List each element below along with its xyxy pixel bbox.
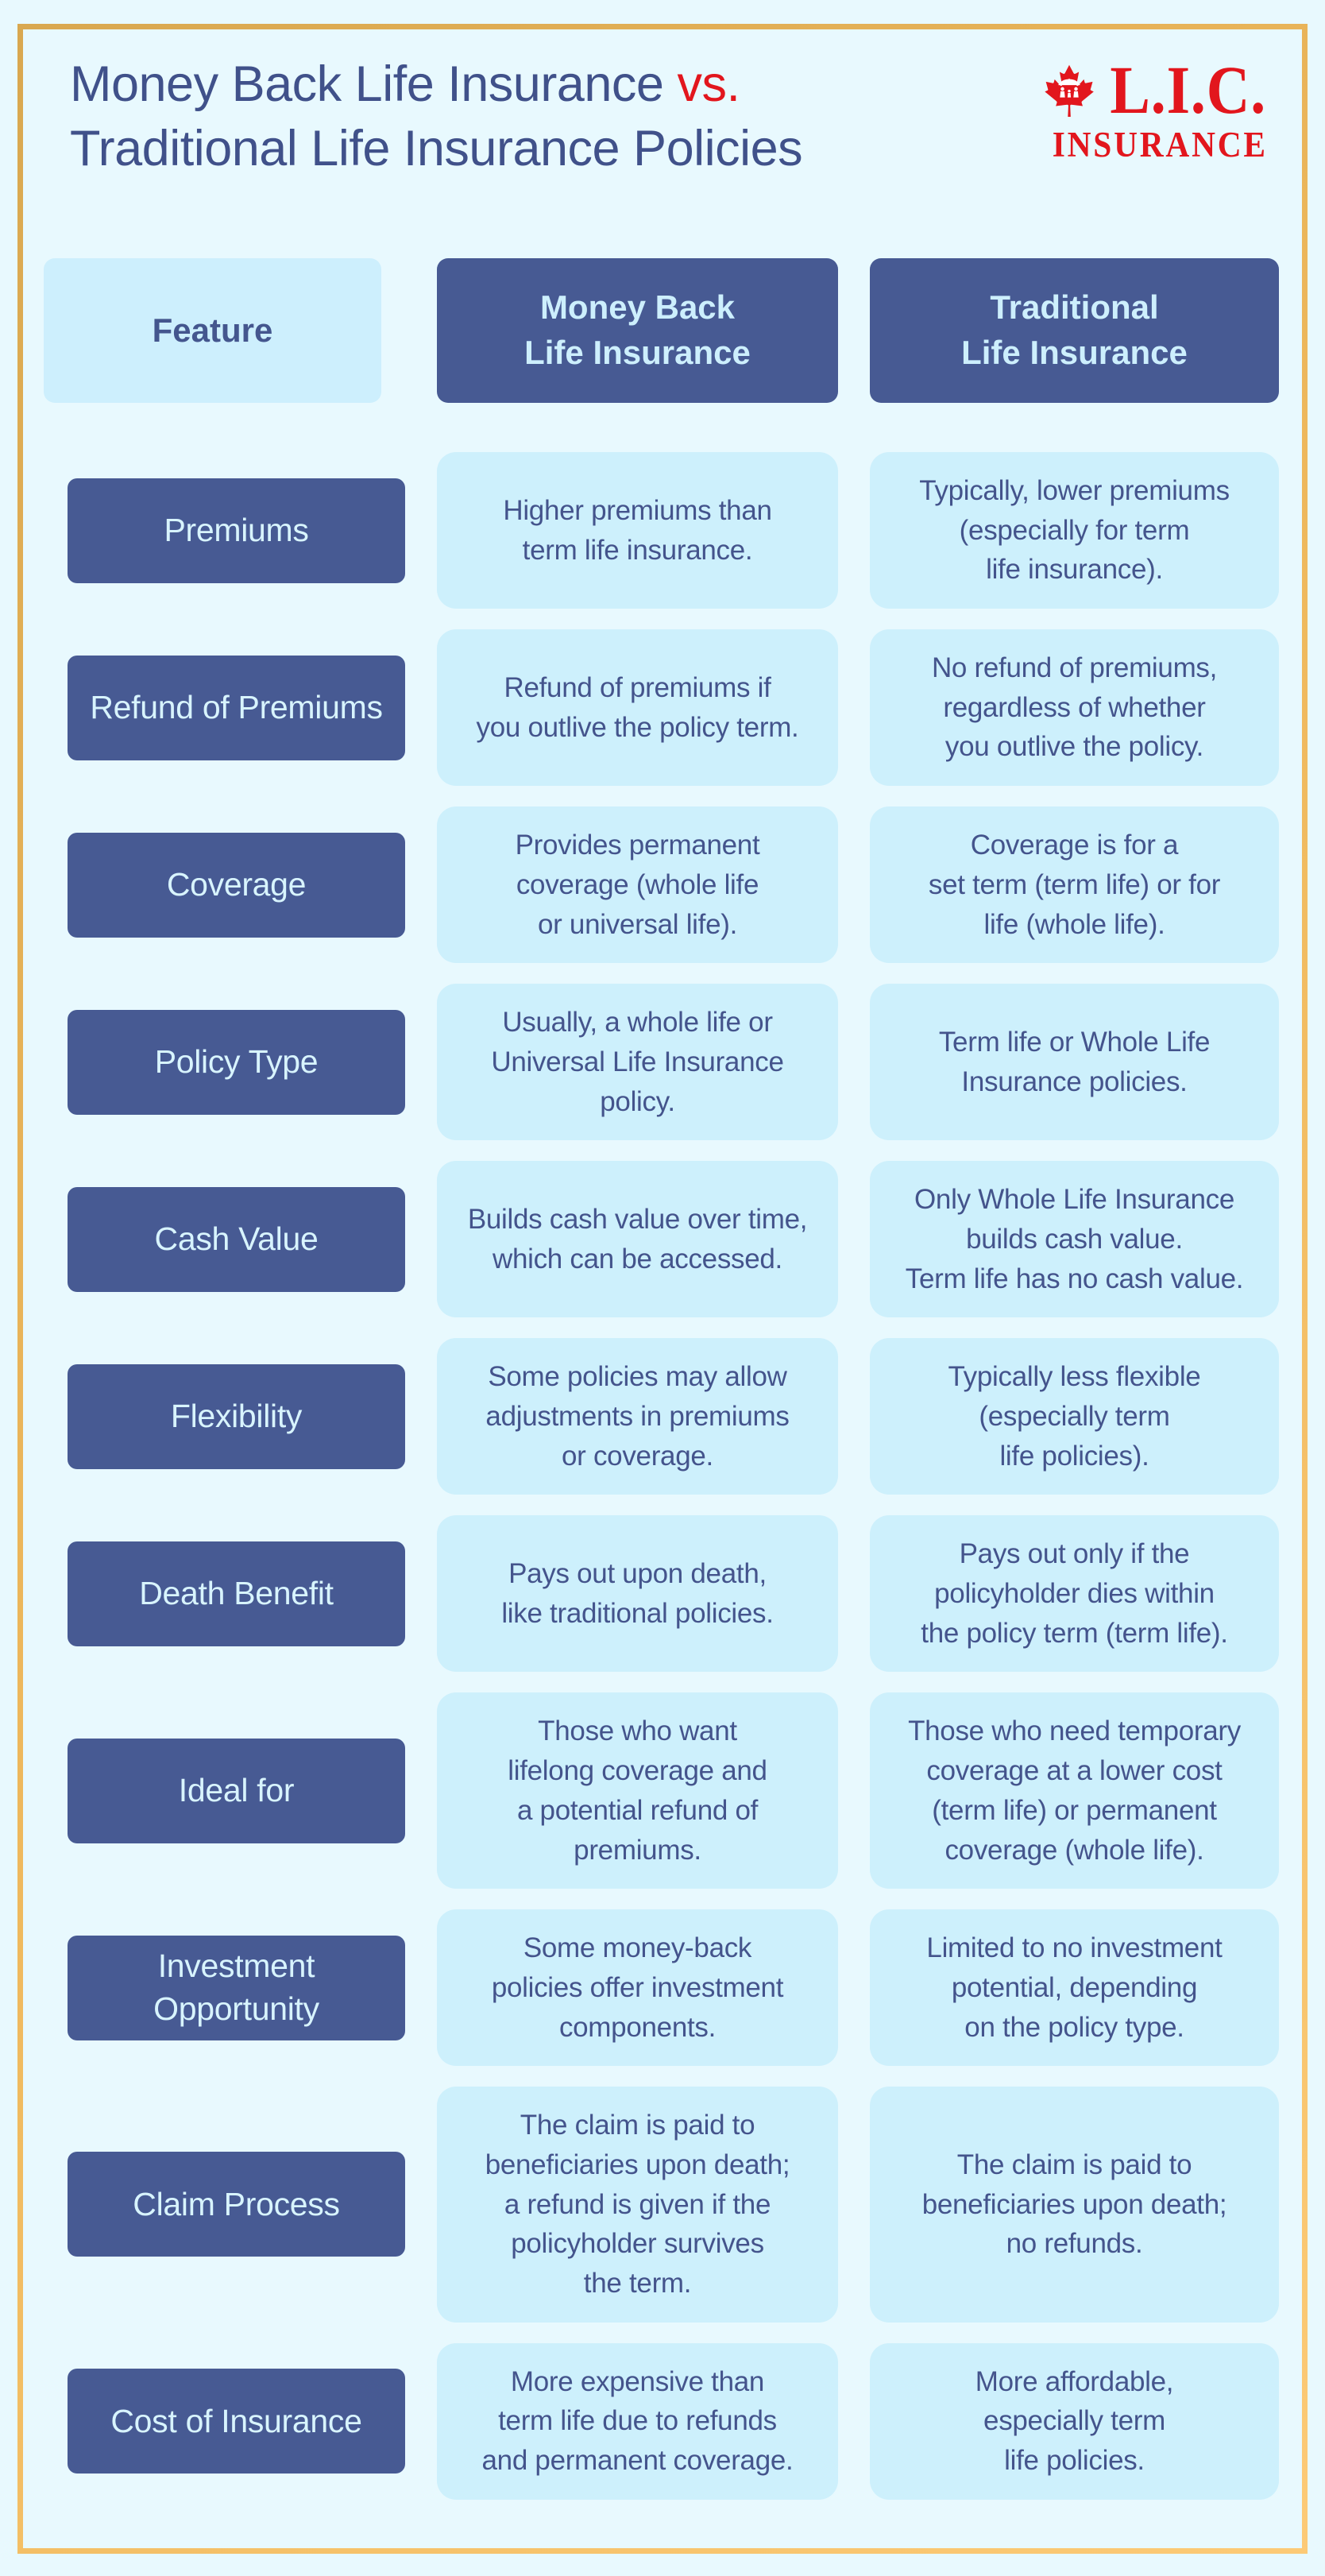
- logo-top-row: L.I.C.: [1041, 56, 1279, 124]
- traditional-cell-cost-of-insurance: More affordable, especially term life po…: [870, 2342, 1279, 2500]
- maple-leaf-icon: [1045, 64, 1095, 117]
- feature-label-flexibility: Flexibility: [68, 1363, 405, 1469]
- feature-label-premiums: Premiums: [68, 478, 405, 583]
- money-back-cell-premiums: Higher premiums than term life insurance…: [437, 452, 838, 609]
- page-title: Money Back Life Insurance vs. Traditiona…: [70, 52, 803, 180]
- page-title-line2: Traditional Life Insurance Policies: [70, 120, 803, 176]
- feature-label-refund-of-premiums: Refund of Premiums: [68, 655, 405, 760]
- column-header-money-back: Money Back Life Insurance: [437, 258, 838, 403]
- column-header-feature: Feature: [44, 258, 381, 403]
- feature-label-investment-opportunity: Investment Opportunity: [68, 1935, 405, 2040]
- feature-label-cost-of-insurance: Cost of Insurance: [68, 2369, 405, 2474]
- traditional-cell-coverage: Coverage is for a set term (term life) o…: [870, 806, 1279, 964]
- traditional-cell-ideal-for: Those who need temporary coverage at a l…: [870, 1692, 1279, 1889]
- feature-label-death-benefit: Death Benefit: [68, 1541, 405, 1646]
- money-back-cell-coverage: Provides permanent coverage (whole life …: [437, 806, 838, 964]
- traditional-cell-policy-type: Term life or Whole Life Insurance polici…: [870, 984, 1279, 1141]
- traditional-cell-premiums: Typically, lower premiums (especially fo…: [870, 452, 1279, 609]
- title-main-part: Money Back Life Insurance: [70, 56, 664, 112]
- logo-acronym: L.I.C.: [1110, 52, 1267, 128]
- feature-label-cash-value: Cash Value: [68, 1186, 405, 1292]
- traditional-cell-claim-process: The claim is paid to beneficiaries upon …: [870, 2087, 1279, 2323]
- page-title-line1: Money Back Life Insurance vs.: [70, 52, 802, 117]
- traditional-cell-death-benefit: Pays out only if the policyholder dies w…: [870, 1515, 1279, 1673]
- column-header-traditional: Traditional Life Insurance: [870, 258, 1279, 403]
- traditional-cell-investment-opportunity: Limited to no investment potential, depe…: [870, 1909, 1279, 2067]
- traditional-cell-refund-of-premiums: No refund of premiums, regardless of whe…: [870, 629, 1279, 787]
- feature-label-coverage: Coverage: [68, 832, 405, 938]
- title-vs: vs.: [677, 56, 740, 112]
- traditional-cell-cash-value: Only Whole Life Insurance builds cash va…: [870, 1161, 1279, 1318]
- money-back-cell-death-benefit: Pays out upon death, like traditional po…: [437, 1515, 838, 1673]
- feature-label-ideal-for: Ideal for: [68, 1738, 405, 1843]
- money-back-cell-investment-opportunity: Some money-back policies offer investmen…: [437, 1909, 838, 2067]
- logo-word: INSURANCE: [1052, 125, 1268, 164]
- money-back-cell-cost-of-insurance: More expensive than term life due to ref…: [437, 2342, 838, 2500]
- money-back-cell-cash-value: Builds cash value over time, which can b…: [437, 1161, 838, 1318]
- feature-label-policy-type: Policy Type: [68, 1009, 405, 1115]
- money-back-cell-refund-of-premiums: Refund of premiums if you outlive the po…: [437, 629, 838, 787]
- comparison-table: Feature Money Back Life Insurance Tradit…: [44, 258, 1279, 2500]
- feature-label-claim-process: Claim Process: [68, 2152, 405, 2257]
- traditional-cell-flexibility: Typically less flexible (especially term…: [870, 1338, 1279, 1495]
- money-back-cell-ideal-for: Those who want lifelong coverage and a p…: [437, 1692, 838, 1889]
- money-back-cell-flexibility: Some policies may allow adjustments in p…: [437, 1338, 838, 1495]
- money-back-cell-policy-type: Usually, a whole life or Universal Life …: [437, 984, 838, 1141]
- money-back-cell-claim-process: The claim is paid to beneficiaries upon …: [437, 2087, 838, 2323]
- lic-insurance-logo: L.I.C. INSURANCE: [1041, 56, 1279, 163]
